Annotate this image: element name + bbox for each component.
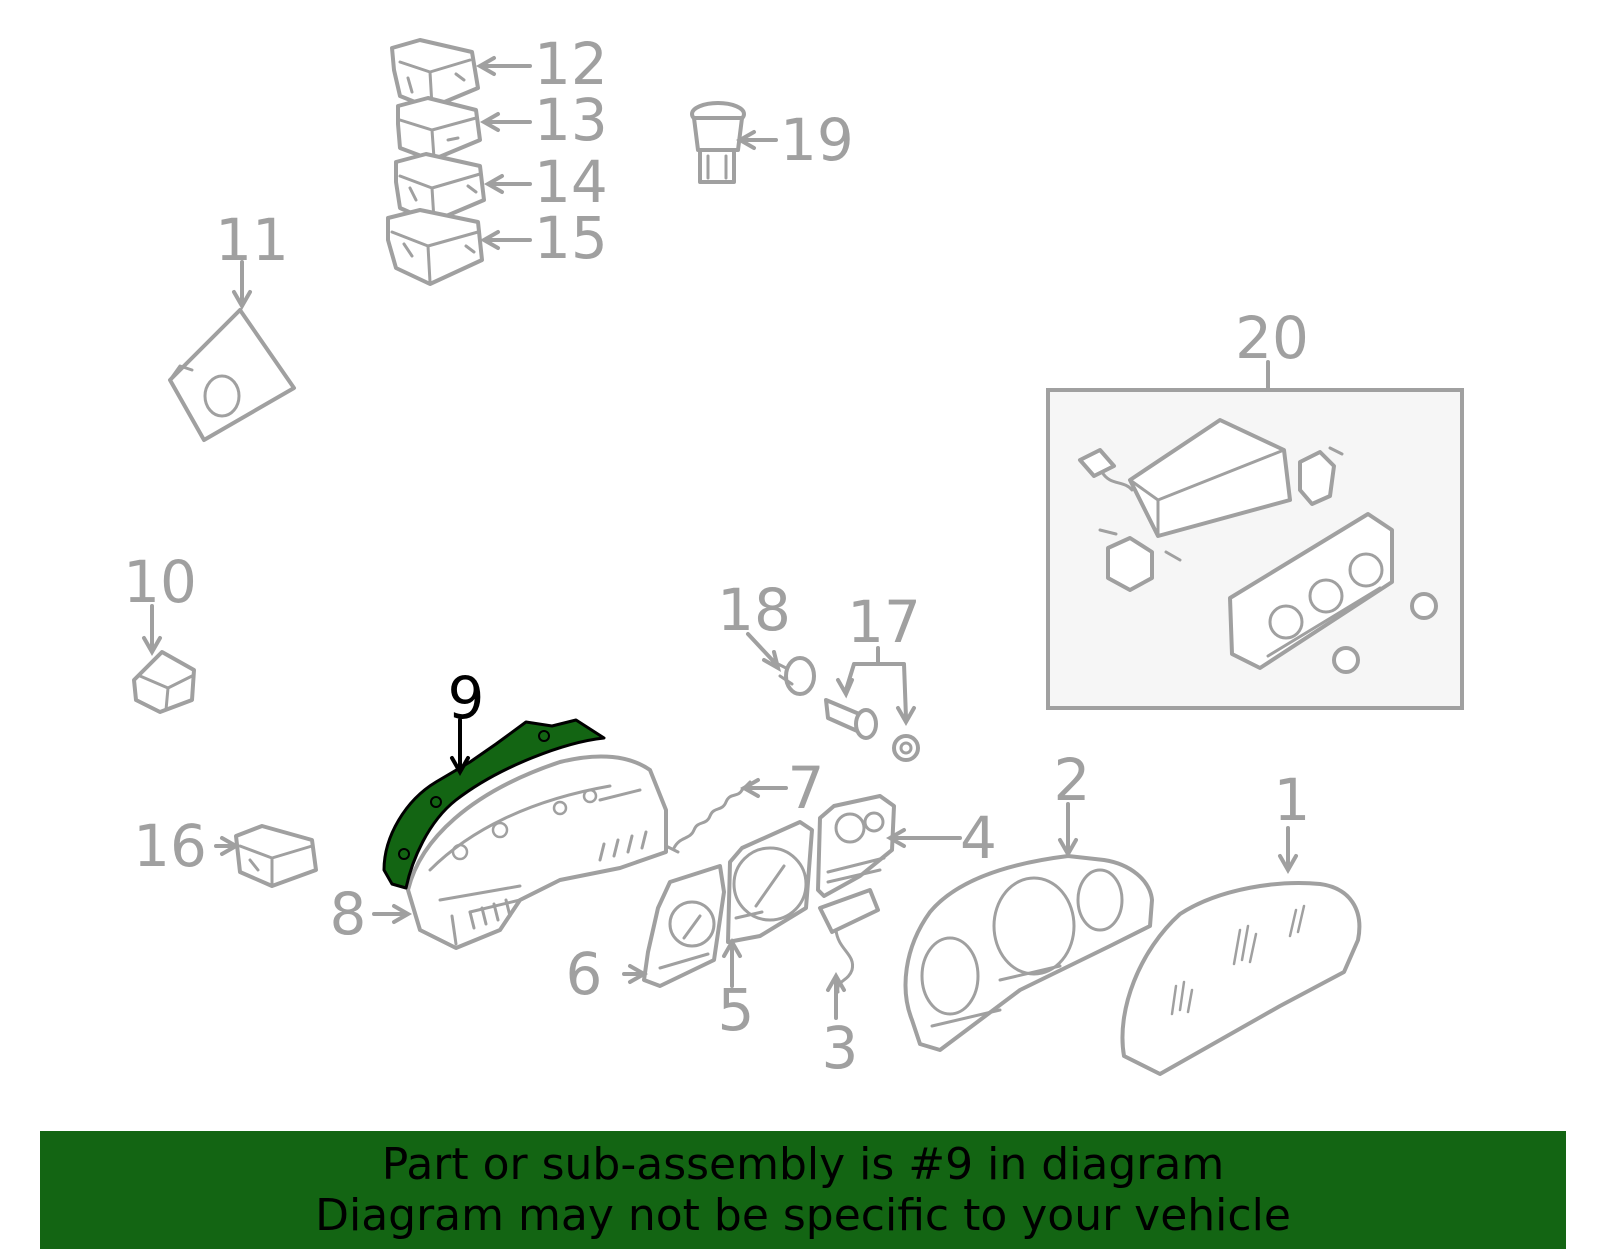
switch-16	[234, 824, 318, 888]
callout-5: 5	[718, 976, 755, 1044]
callout-6: 6	[566, 940, 603, 1008]
lens-1	[1120, 881, 1362, 1076]
callout-labels: 1 2 3 4 5 6 7 8 9 10 11 12 13 14 15 16 1…	[123, 30, 1310, 1082]
cluster-housing-8	[406, 754, 668, 950]
callout-19: 19	[780, 106, 854, 174]
callout-8: 8	[330, 880, 367, 948]
gasket-9	[382, 718, 606, 890]
callout-3: 3	[822, 1014, 859, 1082]
bulb-17b	[892, 734, 920, 762]
callout-1: 1	[1274, 766, 1311, 834]
bulb-18	[776, 656, 816, 696]
callout-4: 4	[960, 804, 997, 872]
callout-14: 14	[534, 148, 608, 216]
climate-control-20	[1078, 418, 1438, 674]
harness-3	[818, 888, 880, 994]
callout-16: 16	[133, 812, 207, 880]
bulb-17a	[824, 698, 878, 740]
callout-7: 7	[788, 754, 825, 822]
panel-11	[168, 308, 296, 442]
gauge-4	[816, 794, 896, 898]
callout-10: 10	[123, 548, 197, 616]
callout-13: 13	[534, 86, 608, 154]
bezel-2	[903, 854, 1154, 1052]
switch-15	[386, 208, 484, 286]
callout-12: 12	[534, 30, 608, 98]
callout-9: 9	[448, 664, 485, 732]
switch-14	[394, 152, 486, 224]
callout-11: 11	[215, 206, 289, 274]
callout-2: 2	[1054, 746, 1091, 814]
callout-18: 18	[717, 576, 791, 644]
callout-20: 20	[1235, 304, 1309, 372]
speedometer-5	[726, 820, 814, 944]
callout-17: 17	[847, 588, 921, 656]
banner-line-disclaimer: Diagram may not be specific to your vehi…	[315, 1190, 1291, 1241]
info-banner: Part or sub-assembly is #9 in diagram Di…	[40, 1131, 1566, 1249]
knob-10	[132, 650, 196, 714]
switch-13	[396, 96, 482, 162]
spring-7	[664, 780, 752, 854]
gauge-6	[642, 864, 726, 988]
bulb-socket-19	[690, 101, 746, 184]
banner-line-part: Part or sub-assembly is #9 in diagram	[381, 1139, 1225, 1190]
switch-12	[390, 38, 480, 110]
leader-lines	[142, 56, 1298, 1020]
callout-15: 15	[534, 204, 608, 272]
